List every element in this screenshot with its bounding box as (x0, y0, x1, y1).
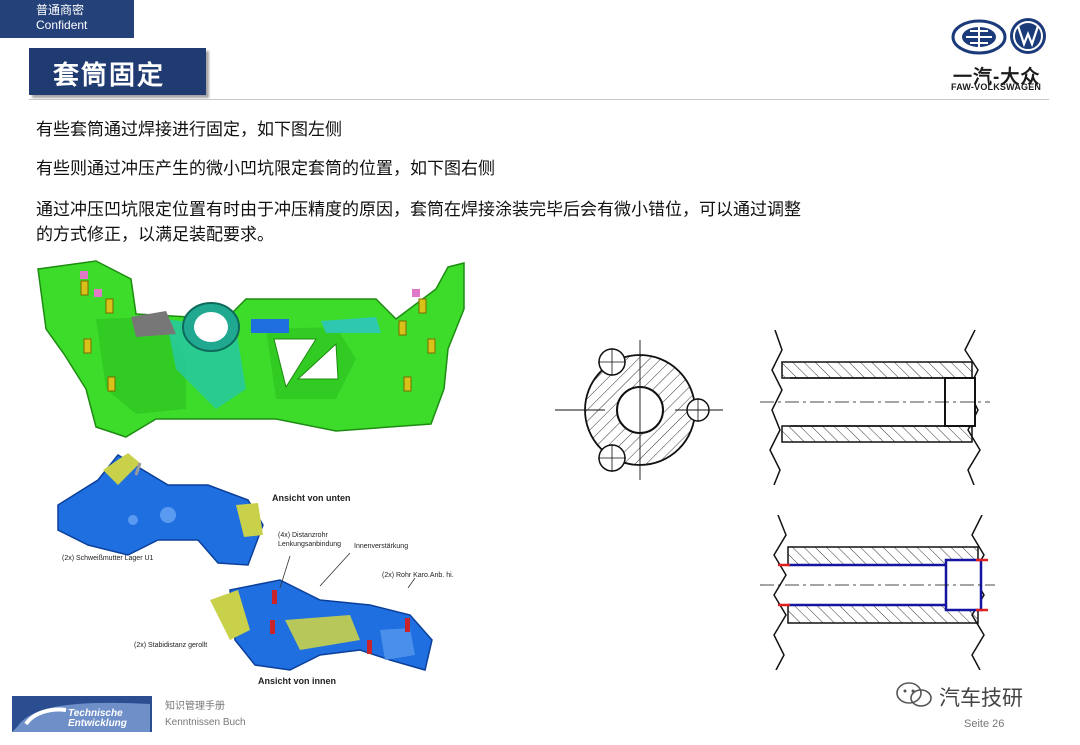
label-tube-2: Lenkungsanbindung (278, 541, 342, 548)
confidentiality-tag: 普通商密 Confident (0, 0, 134, 38)
label-view-bottom: Ansicht von unten (272, 493, 351, 503)
dimple-sleeve-drawing (760, 515, 995, 670)
logo-en-text: FAW-VOLKSWAGEN (951, 82, 1042, 92)
label-nut: (2x) Schweißmutter Lager U1 (62, 555, 154, 562)
label-tube-1: (4x) Distanzrohr (278, 532, 328, 539)
footer-book-de: Kenntnissen Buch (165, 717, 246, 728)
welded-sleeve-drawing (760, 330, 990, 485)
body-line-2: 有些则通过冲压产生的微小凹坑限定套筒的位置，如下图右侧 (36, 159, 495, 179)
label-pipe: (2x) Rohr Karo.Anb. hi. (382, 572, 454, 579)
label-spacer: (2x) Stabidistanz gerollt (134, 642, 208, 649)
label-reinforcement: Innenverstärkung (354, 543, 409, 550)
body-line-3: 通过冲压凹坑限定位置有时由于冲压精度的原因，套筒在焊接涂装完毕后会有微小错位，可… (36, 200, 801, 220)
flange-section-drawing (555, 340, 723, 480)
tech-logo-line-1: Technische (68, 708, 123, 719)
tech-logo-line-2: Entwicklung (68, 718, 127, 729)
body-line-1: 有些套筒通过焊接进行固定，如下图左侧 (36, 120, 342, 140)
watermark-text: 汽车技研 (939, 686, 1023, 710)
subframe-bottom-view-image (57, 453, 264, 566)
header-divider (29, 99, 1049, 100)
leader-lines (279, 552, 416, 588)
confidentiality-en: Confident (36, 18, 88, 32)
wechat-icon (896, 682, 932, 707)
slide-title: 套筒固定 (53, 61, 166, 91)
body-line-4: 的方式修正，以满足装配要求。 (36, 225, 274, 245)
slide-title-box: 套筒固定 (29, 48, 206, 95)
faw-vw-logo: 一汽-大众 FAW-VOLKSWAGEN (948, 14, 1052, 94)
label-view-inside: Ansicht von innen (258, 676, 337, 686)
technische-entwicklung-logo (12, 696, 152, 732)
footer-book-cn: 知识管理手册 (165, 701, 225, 712)
logo-cn-text: 一汽-大众 (953, 67, 1041, 88)
brand-emblems-icon (951, 18, 1046, 55)
tech-logo-text: Technische Entwicklung (68, 709, 127, 729)
subframe-green-image (37, 260, 465, 438)
page-number: Seite 26 (964, 718, 1005, 730)
subframe-inside-view-image (210, 579, 433, 671)
confidentiality-cn: 普通商密 (36, 3, 85, 17)
